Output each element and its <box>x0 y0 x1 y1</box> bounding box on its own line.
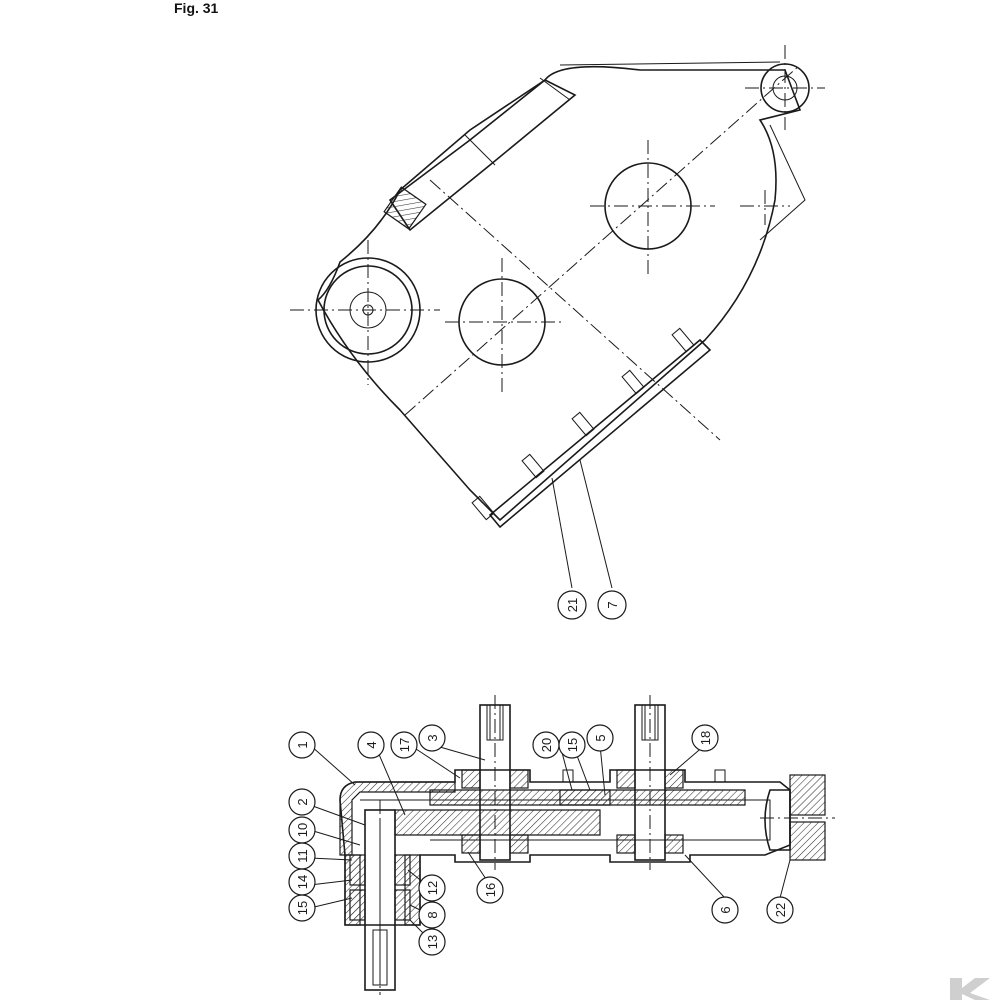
callout-6: 6 <box>711 896 739 924</box>
svg-text:16: 16 <box>483 883 498 897</box>
callout-14: 14 <box>288 868 316 896</box>
callout-2: 2 <box>288 788 316 816</box>
callout-22: 22 <box>766 896 794 924</box>
svg-text:21: 21 <box>565 598 580 612</box>
callout-21: 21 <box>557 590 587 620</box>
svg-text:10: 10 <box>295 823 310 837</box>
svg-text:1: 1 <box>295 741 310 748</box>
callout-15-bottom: 15 <box>288 894 316 922</box>
cover-bolts <box>471 327 695 521</box>
callout-15-top: 15 <box>558 731 586 759</box>
callout-16: 16 <box>476 876 504 904</box>
svg-text:5: 5 <box>593 734 608 741</box>
svg-text:15: 15 <box>295 901 310 915</box>
svg-text:20: 20 <box>539 738 554 752</box>
svg-text:12: 12 <box>425 881 440 895</box>
callout-8: 8 <box>418 901 446 929</box>
callout-1: 1 <box>288 731 316 759</box>
section-view-gearbox <box>339 695 835 995</box>
callout-10: 10 <box>288 816 316 844</box>
svg-text:11: 11 <box>295 849 310 863</box>
figure-title: Fig. 31 <box>174 0 219 16</box>
callout-4: 4 <box>357 731 385 759</box>
section-view-callouts: 1 4 17 3 20 15 5 18 <box>288 724 794 956</box>
callout-11: 11 <box>288 842 316 870</box>
callout-7: 7 <box>597 590 627 620</box>
svg-text:3: 3 <box>425 734 440 741</box>
svg-text:4: 4 <box>364 741 379 748</box>
watermark-logo <box>950 978 990 1000</box>
callout-5: 5 <box>586 724 614 752</box>
svg-text:8: 8 <box>425 911 440 918</box>
svg-text:14: 14 <box>295 875 310 889</box>
svg-text:15: 15 <box>565 738 580 752</box>
top-view-callouts: 21 7 <box>557 590 627 620</box>
svg-text:6: 6 <box>718 906 733 913</box>
callout-20: 20 <box>532 731 560 759</box>
callout-13: 13 <box>418 928 446 956</box>
callout-17: 17 <box>390 731 418 759</box>
svg-text:18: 18 <box>698 731 713 745</box>
svg-text:13: 13 <box>425 935 440 949</box>
svg-text:22: 22 <box>773 903 788 917</box>
svg-text:2: 2 <box>295 798 310 805</box>
top-view-housing <box>290 45 825 589</box>
callout-18: 18 <box>691 724 719 752</box>
callout-12: 12 <box>418 874 446 902</box>
svg-text:7: 7 <box>605 601 620 608</box>
svg-text:17: 17 <box>397 738 412 752</box>
callout-3: 3 <box>418 724 446 752</box>
